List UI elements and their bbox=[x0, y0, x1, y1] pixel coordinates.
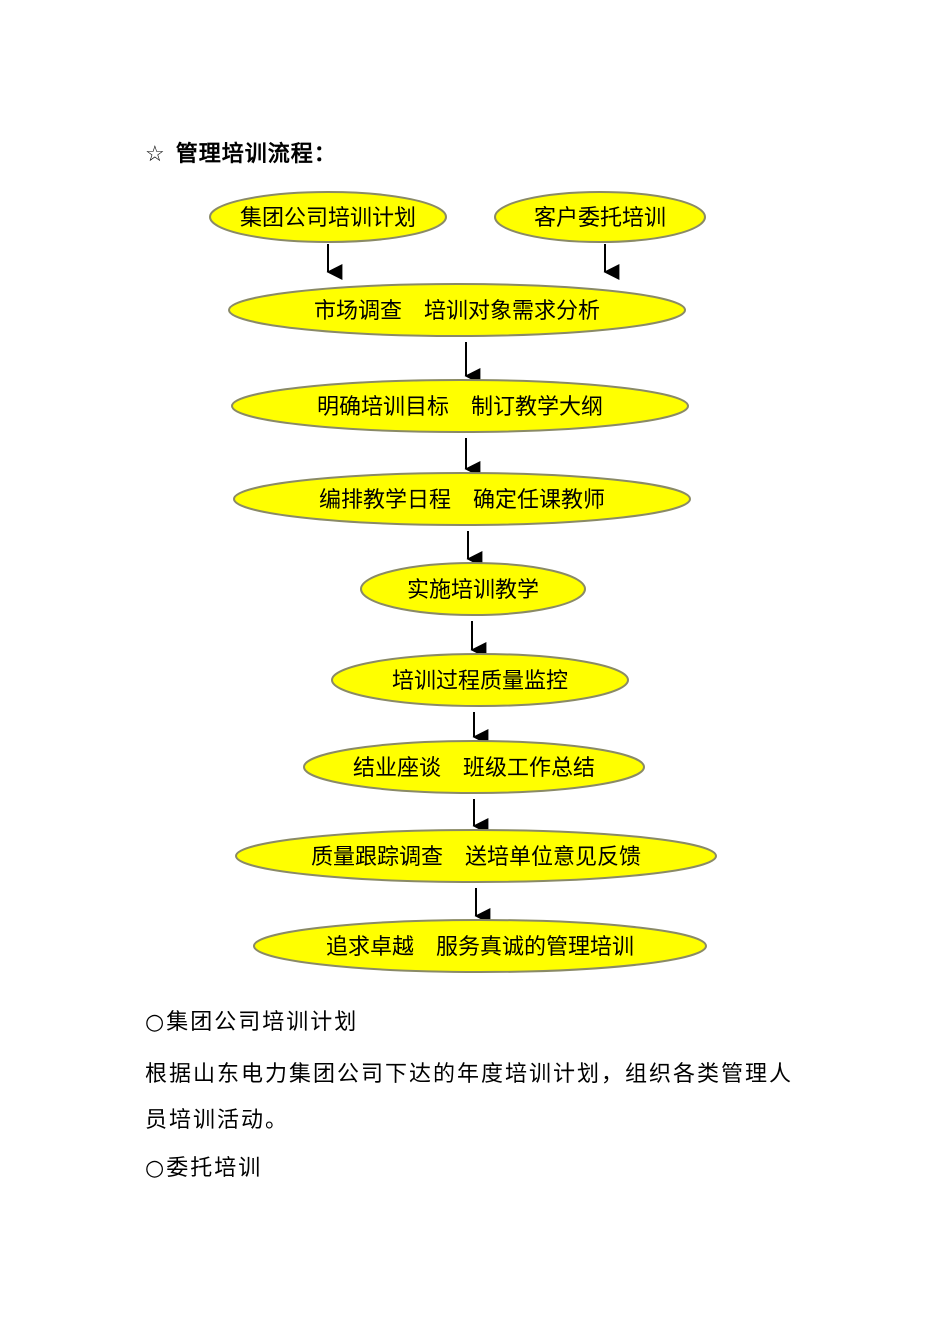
step-node-4: 实施培训教学 bbox=[360, 562, 586, 616]
step-node-4-label: 实施培训教学 bbox=[407, 578, 539, 603]
step-node-1: 市场调查 培训对象需求分析 bbox=[228, 283, 686, 337]
step-node-5-label: 培训过程质量监控 bbox=[392, 669, 568, 694]
section1-text-line2: 员培训活动。 bbox=[145, 1108, 290, 1133]
source-node-1-label: 集团公司培训计划 bbox=[240, 206, 416, 231]
step-node-3-ellipse bbox=[233, 472, 691, 526]
section1-title: ○集团公司培训计划 bbox=[145, 1010, 359, 1035]
step-node-8-ellipse bbox=[253, 919, 707, 973]
source-node-1: 集团公司培训计划 bbox=[209, 191, 447, 243]
step-node-3: 编排教学日程 确定任课教师 bbox=[233, 472, 691, 526]
step-node-1-ellipse bbox=[228, 283, 686, 337]
step-node-6: 结业座谈 班级工作总结 bbox=[303, 740, 645, 794]
heading-title: 管理培训流程： bbox=[175, 141, 337, 167]
step-node-8: 追求卓越 服务真诚的管理培训 bbox=[253, 919, 707, 973]
source-node-2-label: 客户委托培训 bbox=[534, 206, 666, 231]
step-node-4-ellipse bbox=[360, 562, 586, 616]
star-icon: ☆ bbox=[145, 142, 166, 167]
source-node-2: 客户委托培训 bbox=[494, 191, 706, 243]
step-node-6-ellipse bbox=[303, 740, 645, 794]
step-node-7-label: 质量跟踪调查 送培单位意见反馈 bbox=[311, 845, 641, 870]
step-node-1-label: 市场调查 培训对象需求分析 bbox=[314, 299, 600, 324]
step-node-6-label: 结业座谈 班级工作总结 bbox=[353, 756, 595, 781]
source-node-2-ellipse bbox=[494, 191, 706, 243]
step-node-8-label: 追求卓越 服务真诚的管理培训 bbox=[326, 935, 634, 960]
source-node-1-ellipse bbox=[209, 191, 447, 243]
step-node-2-label: 明确培训目标 制订教学大纲 bbox=[317, 395, 603, 420]
section-heading: ☆ 管理培训流程： bbox=[145, 136, 337, 168]
step-node-5: 培训过程质量监控 bbox=[331, 653, 629, 707]
step-node-3-label: 编排教学日程 确定任课教师 bbox=[319, 488, 605, 513]
step-node-7: 质量跟踪调查 送培单位意见反馈 bbox=[235, 829, 717, 883]
step-node-2-ellipse bbox=[231, 379, 689, 433]
section1-text-line1: 根据山东电力集团公司下达的年度培训计划，组织各类管理人 bbox=[145, 1062, 794, 1087]
step-node-5-ellipse bbox=[331, 653, 629, 707]
step-node-2: 明确培训目标 制订教学大纲 bbox=[231, 379, 689, 433]
step-node-7-ellipse bbox=[235, 829, 717, 883]
flow-arrows bbox=[326, 244, 620, 924]
section2-title: ○委托培训 bbox=[145, 1156, 263, 1181]
